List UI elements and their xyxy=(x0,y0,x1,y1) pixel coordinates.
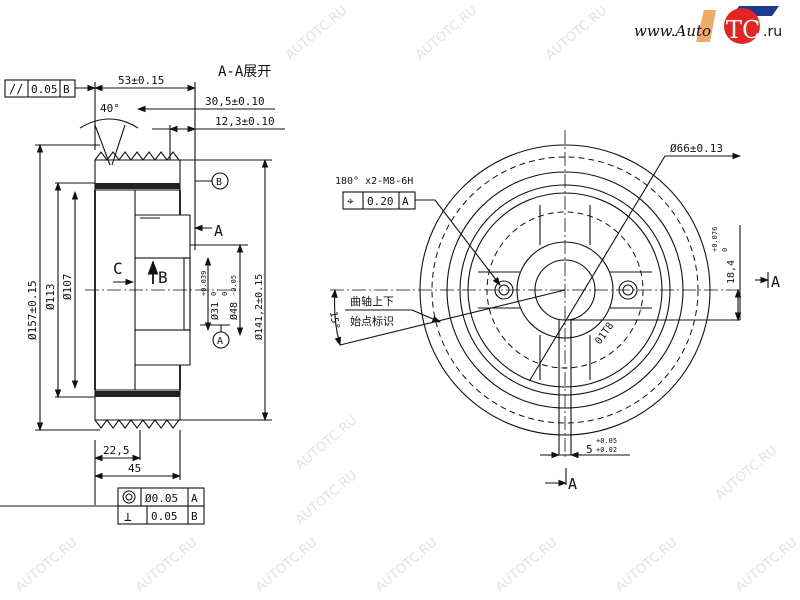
dim-width-45: 45 xyxy=(128,462,141,475)
datum-b-circle-label: B xyxy=(216,177,222,188)
watermark-text: AUTOTC.RU xyxy=(133,535,201,595)
dim-dia-157: Ø157±0.15 xyxy=(26,280,39,340)
parallel-symbol: // xyxy=(9,82,23,96)
view-c-label: C xyxy=(113,259,123,278)
position-datum: A xyxy=(402,195,409,208)
perpendicularity-tolerance-frame: ⊥ 0.05 B xyxy=(0,505,205,525)
autotc-logo: www.Auto TC .ru xyxy=(634,4,794,48)
dim-dia-48-tol-low: -0.05 xyxy=(230,275,238,296)
dim-5-tol-up: +0.05 xyxy=(596,437,617,445)
thread-note: 180° x2-M8-6H xyxy=(335,176,413,187)
concentricity-icon xyxy=(122,490,136,504)
logo-graphic: www.Auto TC .ru xyxy=(634,6,782,44)
dim-width-30: 30,5±0.10 xyxy=(205,95,265,108)
perp-datum: B xyxy=(191,510,198,523)
watermark-text: AUTOTC.RU xyxy=(613,535,681,595)
crank-note-1: 曲轴上下 xyxy=(350,294,394,308)
dim-dia-107: Ø107 xyxy=(61,274,74,301)
dim-angle: 40° xyxy=(100,102,120,115)
position-value: 0.20 xyxy=(367,195,394,208)
watermark-text: AUTOTC.RU xyxy=(373,535,441,595)
dim-width-12: 12,3±0.10 xyxy=(215,115,275,128)
dim-18-tol-up: +0.076 xyxy=(711,227,719,252)
right-front-view: 01T8 180° x2-M8-6H ⌖ 0.20 A Ø66±0.13 18,… xyxy=(327,130,780,493)
dim-overall-width: 53±0.15 xyxy=(118,74,164,87)
perp-symbol: ⊥ xyxy=(124,510,132,525)
dim-5-tol-low: +0.02 xyxy=(596,446,617,454)
dim-dia-48-tol-up: 0 xyxy=(221,292,229,296)
section-a-bottom-label: A xyxy=(568,475,577,493)
watermark-text: AUTOTC.RU xyxy=(293,413,361,473)
watermark-text: AUTOTC.RU xyxy=(713,443,781,503)
section-a-label: A xyxy=(214,222,223,240)
crank-note-2: 始点标识 xyxy=(350,314,394,328)
parallel-datum: B xyxy=(63,83,70,96)
section-title: A-A展开 xyxy=(218,64,271,80)
concentric-datum: A xyxy=(191,492,198,505)
dim-dia-48: Ø48 xyxy=(228,302,240,320)
position-tolerance-frame: ⌖ 0.20 A xyxy=(342,191,501,286)
watermark-text: AUTOTC.RU xyxy=(493,535,561,595)
dim-5: 5 xyxy=(586,443,593,456)
dim-dia-31-tol-up: +0.039 xyxy=(200,271,208,296)
dim-dia-141: Ø141,2±0.15 xyxy=(253,274,265,340)
parallelism-tolerance-frame: // 0.05 B xyxy=(4,79,97,98)
watermark-text: AUTOTC.RU xyxy=(283,3,351,63)
datum-a-circle-label: A xyxy=(217,336,223,347)
logo-tc: TC xyxy=(726,16,760,44)
angle-15: 15° xyxy=(327,311,341,331)
dim-dia-113: Ø113 xyxy=(44,284,57,311)
parallel-value: 0.05 xyxy=(31,83,58,96)
dim-18: 18,4 xyxy=(726,260,737,284)
concentric-value: Ø0.05 xyxy=(145,492,178,505)
dim-18-tol-low: 0 xyxy=(721,248,729,252)
left-section-view: // 0.05 B 53±0.15 30,5±0.10 12,3±0.10 40… xyxy=(0,74,285,525)
dim-dia-66: Ø66±0.13 xyxy=(670,142,723,155)
perp-value: 0.05 xyxy=(151,510,178,523)
logo-text: www.Auto xyxy=(634,22,711,40)
watermark-text: AUTOTC.RU xyxy=(253,535,321,595)
watermark-text: AUTOTC.RU xyxy=(413,3,481,63)
dim-width-22: 22,5 xyxy=(103,444,130,457)
datum-b-arrow-label: B xyxy=(158,268,168,287)
part-mark: 01T8 xyxy=(593,321,616,347)
dim-dia-31-tol-low: 0 xyxy=(210,292,218,296)
dim-dia-31: Ø31 xyxy=(209,302,221,320)
logo-suffix: .ru xyxy=(763,24,782,40)
watermark-text: AUTOTC.RU xyxy=(13,535,81,595)
watermark-text: AUTOTC.RU xyxy=(293,468,361,528)
watermark-text: AUTOTC.RU xyxy=(543,3,611,63)
position-symbol: ⌖ xyxy=(347,194,354,208)
watermark-text: AUTOTC.RU xyxy=(733,535,800,595)
concentricity-tolerance-frame: Ø0.05 A xyxy=(117,487,205,507)
section-a-top-label: A xyxy=(771,273,780,291)
